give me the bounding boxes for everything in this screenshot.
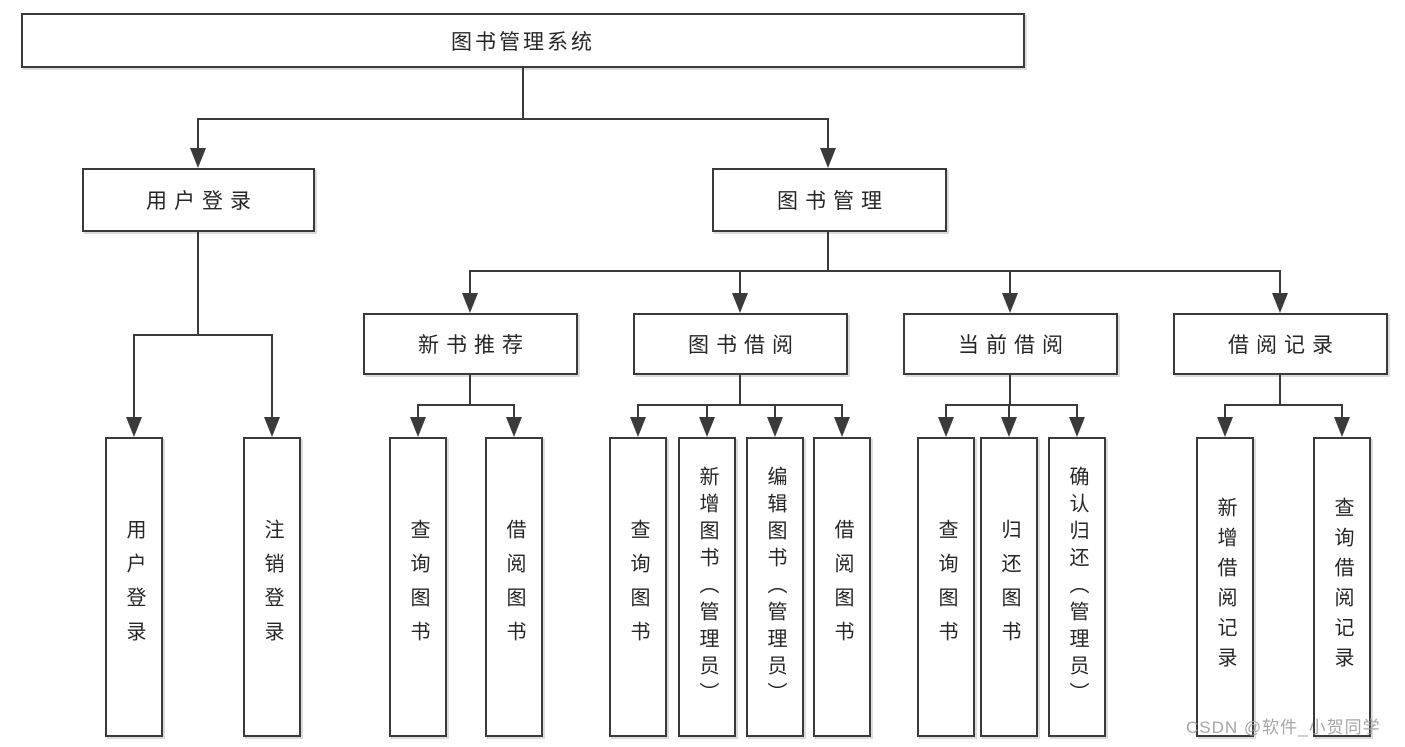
leaf-label: 新增图书（管理员） (696, 465, 718, 709)
connector-borrowing-records-bar (1224, 404, 1342, 406)
leaf-label: 查询图书 (935, 519, 957, 655)
leaf-confirm-return-admin: 确认归还（管理员） (1048, 437, 1106, 737)
arrowhead-icon (834, 417, 850, 437)
arrowhead-icon (938, 417, 954, 437)
leaf-user-login: 用户登录 (105, 437, 163, 737)
leaf-return-books: 归还图书 (980, 437, 1038, 737)
node-library-management-system: 图书管理系统 (21, 13, 1025, 68)
leaf-add-borrow-record: 新增借阅记录 (1196, 437, 1254, 737)
node-new-book-recommendation: 新书推荐 (363, 313, 578, 375)
arrowhead-icon (1002, 293, 1018, 313)
connector-root-stem (522, 68, 524, 119)
connector-book-management-bar (469, 270, 1281, 272)
node-label: 用户登录 (146, 190, 258, 213)
connector-new-book-bar (417, 404, 515, 406)
connector-line (133, 334, 135, 418)
node-label: 图书管理系统 (451, 30, 595, 54)
leaf-query-borrow-record: 查询借阅记录 (1313, 437, 1371, 737)
arrowhead-icon (1272, 293, 1288, 313)
connector-line (637, 404, 639, 418)
arrowhead-icon (190, 148, 206, 168)
leaf-label: 编辑图书（管理员） (764, 465, 786, 709)
arrowhead-icon (767, 417, 783, 437)
arrowhead-icon (126, 417, 142, 437)
leaf-label: 新增借阅记录 (1214, 497, 1236, 677)
csdn-watermark: CSDN @软件_小贺同学 (1186, 718, 1381, 737)
connector-line (1009, 270, 1011, 294)
arrowhead-icon (264, 417, 280, 437)
connector-borrowing-records-stem (1279, 375, 1281, 406)
leaf-label: 用户登录 (123, 519, 145, 655)
connector-line (469, 270, 471, 294)
leaf-label: 归还图书 (998, 519, 1020, 655)
leaf-label: 借阅图书 (831, 519, 853, 655)
leaf-query-books-borrowing: 查询图书 (609, 437, 667, 737)
connector-root-bar (197, 118, 829, 120)
node-label: 借阅记录 (1228, 334, 1340, 357)
connector-user-login-bar (133, 334, 273, 336)
connector-line (841, 404, 843, 418)
arrowhead-icon (1217, 417, 1233, 437)
node-book-management: 图书管理 (712, 168, 947, 232)
connector-line (197, 118, 199, 150)
connector-line (1279, 270, 1281, 294)
arrowhead-icon (506, 417, 522, 437)
node-current-borrowing: 当前借阅 (903, 313, 1118, 375)
leaf-edit-books-admin: 编辑图书（管理员） (746, 437, 804, 737)
leaf-logout: 注销登录 (243, 437, 301, 737)
leaf-add-books-admin: 新增图书（管理员） (678, 437, 736, 737)
leaf-label: 确认归还（管理员） (1066, 465, 1088, 709)
leaf-query-books-recommend: 查询图书 (389, 437, 447, 737)
node-book-borrowing: 图书借阅 (633, 313, 848, 375)
leaf-label: 注销登录 (261, 519, 283, 655)
connector-current-borrowing-stem (1009, 375, 1011, 406)
connector-new-book-stem (469, 375, 471, 406)
connector-current-borrowing-bar (945, 404, 1077, 406)
connector-line (1008, 404, 1010, 418)
leaf-label: 借阅图书 (503, 519, 525, 655)
leaf-borrow-books: 借阅图书 (813, 437, 871, 737)
leaf-borrow-books-recommend: 借阅图书 (485, 437, 543, 737)
node-user-login: 用户登录 (82, 168, 315, 232)
connector-user-login-stem (197, 231, 199, 336)
arrowhead-icon (699, 417, 715, 437)
arrowhead-icon (1001, 417, 1017, 437)
connector-book-borrowing-stem (739, 375, 741, 406)
connector-line (945, 404, 947, 418)
leaf-label: 查询借阅记录 (1331, 497, 1353, 677)
node-label: 当前借阅 (958, 334, 1070, 357)
node-label: 图书借阅 (688, 334, 800, 357)
connector-line (827, 118, 829, 150)
connector-line (774, 404, 776, 418)
leaf-query-books-current: 查询图书 (917, 437, 975, 737)
node-label: 新书推荐 (418, 334, 530, 357)
connector-line (1341, 404, 1343, 418)
connector-line (513, 404, 515, 418)
connector-line (417, 404, 419, 418)
arrowhead-icon (410, 417, 426, 437)
node-borrowing-records: 借阅记录 (1173, 313, 1388, 375)
arrowhead-icon (462, 293, 478, 313)
arrowhead-icon (630, 417, 646, 437)
arrowhead-icon (1334, 417, 1350, 437)
arrowhead-icon (1069, 417, 1085, 437)
leaf-label: 查询图书 (627, 519, 649, 655)
connector-line (1224, 404, 1226, 418)
connector-line (271, 334, 273, 418)
arrowhead-icon (732, 293, 748, 313)
leaf-label: 查询图书 (407, 519, 429, 655)
connector-line (739, 270, 741, 294)
connector-book-borrowing-bar (637, 404, 843, 406)
arrowhead-icon (820, 148, 836, 168)
connector-line (706, 404, 708, 418)
node-label: 图书管理 (777, 190, 889, 213)
connector-line (1076, 404, 1078, 418)
connector-book-management-stem (827, 231, 829, 272)
